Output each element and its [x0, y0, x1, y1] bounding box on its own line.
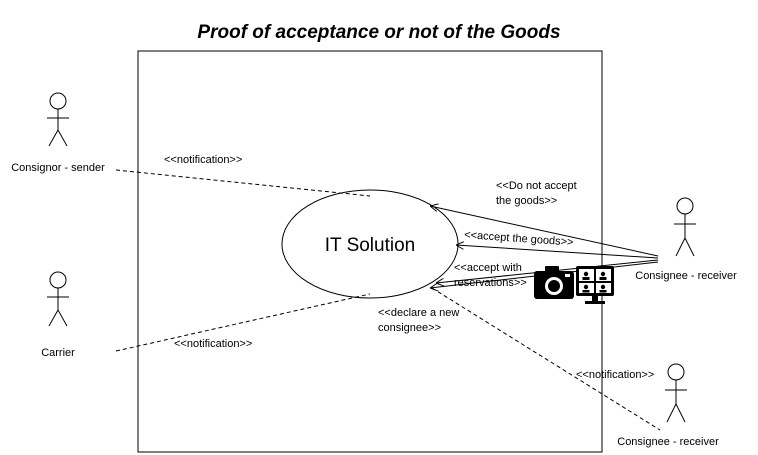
- video-conference-icon: [576, 266, 614, 304]
- label-do-not-accept-line1: <<Do not accept: [496, 180, 577, 192]
- actor-consignee-receiver-2[interactable]: [665, 363, 687, 423]
- label-notification-receiver: <<notification>>: [576, 369, 654, 381]
- notification-line-sender: [115, 169, 371, 197]
- actor-label-sender: Consignor - sender: [11, 162, 105, 174]
- notification-line-carrier: [115, 293, 371, 352]
- actor-consignee-receiver-1[interactable]: [674, 197, 696, 257]
- label-declare-consignee-line1: <<declare a new: [378, 307, 459, 319]
- label-accept-reservations-line1: <<accept with: [454, 262, 522, 274]
- label-do-not-accept-line2: the goods>>: [496, 195, 557, 207]
- label-accept-goods: <<accept the goods>>: [464, 229, 574, 249]
- label-declare-consignee-line2: consignee>>: [378, 322, 441, 334]
- camera-icon: [534, 266, 574, 299]
- notification-line-receiver: [431, 287, 661, 431]
- actor-label-receiver-2: Consignee - receiver: [617, 436, 719, 448]
- label-accept-reservations-line2: reservations>>: [454, 277, 527, 289]
- actor-carrier[interactable]: [47, 271, 69, 327]
- actor-consignor-sender[interactable]: [47, 92, 69, 147]
- system-boundary: [137, 50, 603, 453]
- diagram-title: Proof of acceptance or not of the Goods: [197, 22, 561, 43]
- use-case-label: IT Solution: [325, 235, 415, 256]
- arrow-do-not-accept: [430, 206, 659, 257]
- arrow-accept-goods: [456, 245, 659, 259]
- label-notification-sender: <<notification>>: [164, 154, 242, 166]
- label-notification-carrier: <<notification>>: [174, 338, 252, 350]
- actor-label-carrier: Carrier: [41, 347, 75, 359]
- actor-label-receiver-1: Consignee - receiver: [635, 270, 737, 282]
